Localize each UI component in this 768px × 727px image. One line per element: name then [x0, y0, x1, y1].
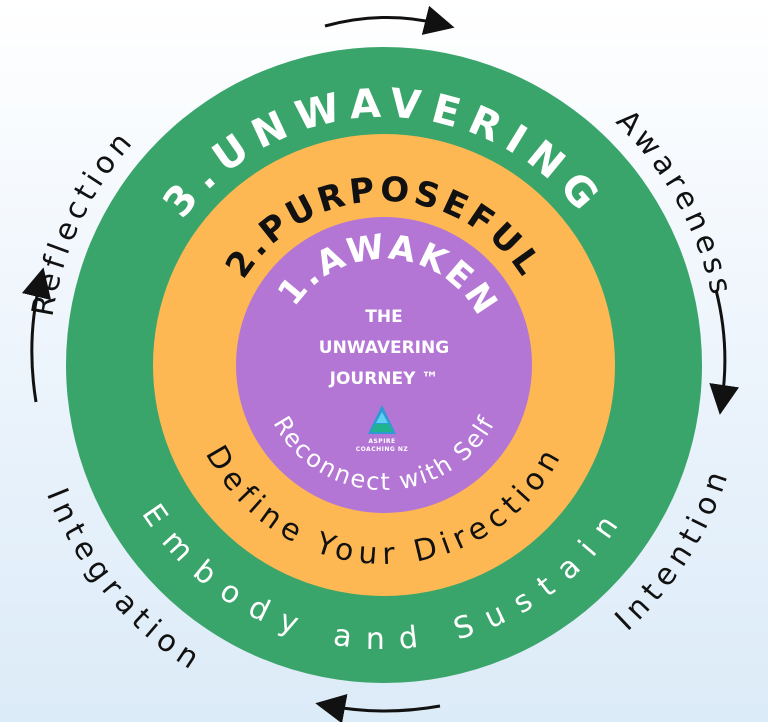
- arrow-bottom: [315, 693, 441, 724]
- center-line-1: THE: [365, 307, 402, 327]
- logo-line-1: ASPIRE: [368, 438, 395, 445]
- triangle-logo-icon: [368, 405, 396, 434]
- arrow-top: [324, 5, 455, 35]
- center-line-3: JOURNEY ™: [329, 369, 439, 389]
- inner-purple-circle: [236, 217, 532, 513]
- center-line-2: UNWAVERING: [319, 338, 449, 358]
- cycle-arrows: [21, 5, 740, 724]
- aspire-coaching-logo: ASPIRE COACHING NZ: [356, 405, 409, 453]
- arrow-left: [21, 267, 52, 403]
- arrow-right: [709, 289, 740, 415]
- logo-line-2: COACHING NZ: [356, 446, 409, 453]
